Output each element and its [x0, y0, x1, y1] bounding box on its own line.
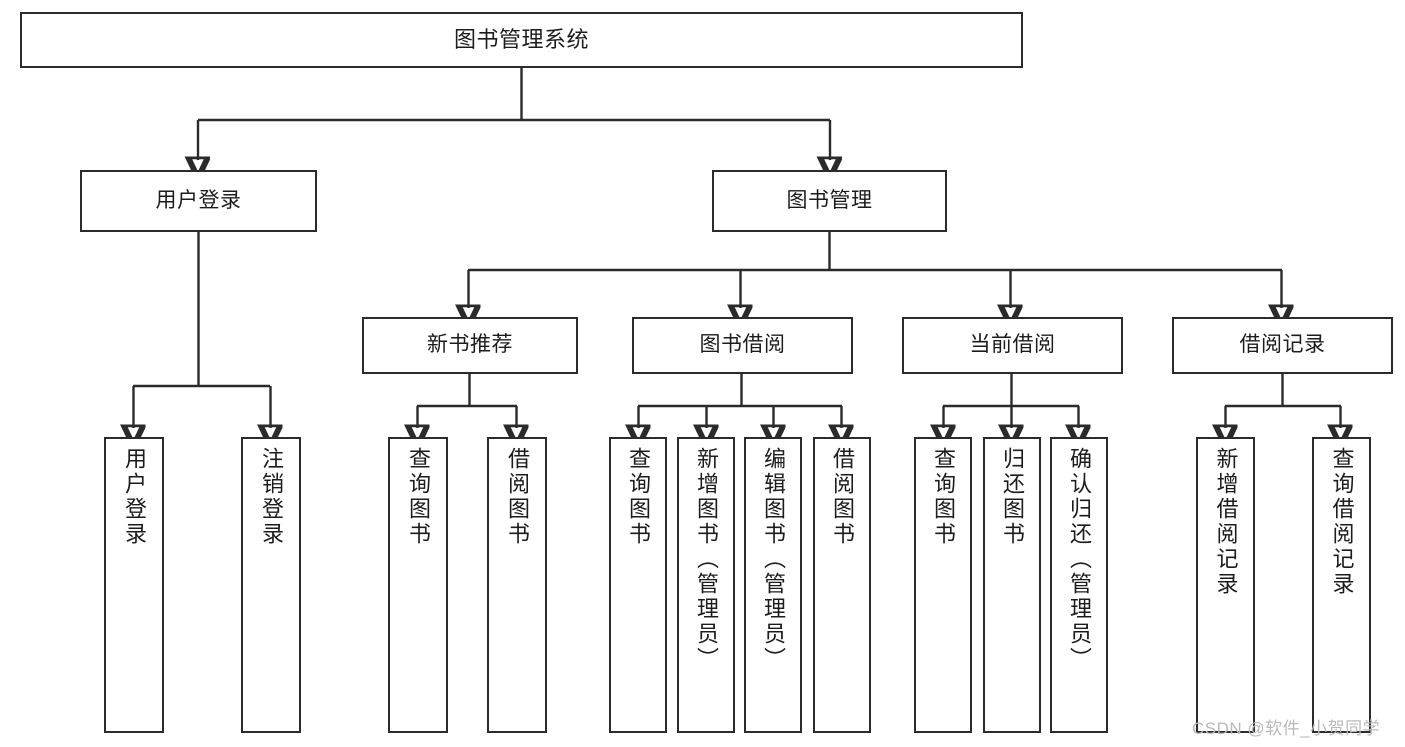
node-current-borrow[interactable]: 当前借阅 — [902, 317, 1123, 374]
node-user-login[interactable]: 用户登录 — [80, 170, 317, 232]
node-user-logout[interactable]: 注销登录 — [241, 437, 301, 733]
node-new-book-recommend[interactable]: 新书推荐 — [362, 317, 578, 374]
node-current-return-book-label: 归还图书 — [1000, 447, 1025, 547]
node-record-query-label: 查询借阅记录 — [1329, 447, 1355, 597]
node-borrow-edit-book-label: 编辑图书（管理员） — [761, 447, 786, 672]
node-current-confirm-return-label: 确认归还（管理员） — [1067, 447, 1092, 672]
node-record-query[interactable]: 查询借阅记录 — [1312, 437, 1371, 733]
node-current-confirm-return[interactable]: 确认归还（管理员） — [1050, 437, 1108, 733]
node-book-manage-label: 图书管理 — [786, 188, 873, 212]
node-book-borrow-label: 图书借阅 — [699, 333, 786, 357]
csdn-watermark: CSDN @软件_小贺同学 — [1192, 719, 1381, 738]
node-recommend-query-book-label: 查询图书 — [406, 447, 431, 547]
node-borrow-query-book-label: 查询图书 — [626, 447, 651, 547]
node-book-borrow[interactable]: 图书借阅 — [632, 317, 853, 374]
node-borrow-query-book[interactable]: 查询图书 — [609, 437, 667, 733]
node-borrow-edit-book[interactable]: 编辑图书（管理员） — [744, 437, 802, 733]
node-new-book-recommend-label: 新书推荐 — [427, 333, 513, 357]
node-borrow-borrow-book-label: 借阅图书 — [830, 447, 855, 547]
node-user-login-do-label: 用户登录 — [122, 447, 147, 547]
node-borrow-record-label: 借阅记录 — [1239, 333, 1326, 357]
node-borrow-borrow-book[interactable]: 借阅图书 — [813, 437, 871, 733]
node-book-manage[interactable]: 图书管理 — [712, 170, 947, 232]
node-recommend-borrow-book-label: 借阅图书 — [505, 447, 530, 547]
node-user-logout-label: 注销登录 — [259, 447, 284, 547]
node-borrow-record[interactable]: 借阅记录 — [1172, 317, 1393, 374]
node-borrow-add-book-label: 新增图书（管理员） — [694, 447, 719, 672]
node-current-query-book[interactable]: 查询图书 — [914, 437, 972, 733]
node-root[interactable]: 图书管理系统 — [20, 12, 1023, 68]
node-user-login-do[interactable]: 用户登录 — [104, 437, 164, 733]
node-current-return-book[interactable]: 归还图书 — [983, 437, 1041, 733]
node-record-add[interactable]: 新增借阅记录 — [1196, 437, 1255, 733]
node-user-login-label: 用户登录 — [155, 188, 242, 212]
node-recommend-query-book[interactable]: 查询图书 — [388, 437, 448, 733]
node-record-add-label: 新增借阅记录 — [1213, 447, 1239, 597]
node-root-label: 图书管理系统 — [453, 27, 589, 53]
node-current-query-book-label: 查询图书 — [931, 447, 956, 547]
node-borrow-add-book[interactable]: 新增图书（管理员） — [677, 437, 735, 733]
node-current-borrow-label: 当前借阅 — [969, 333, 1056, 357]
node-recommend-borrow-book[interactable]: 借阅图书 — [487, 437, 547, 733]
